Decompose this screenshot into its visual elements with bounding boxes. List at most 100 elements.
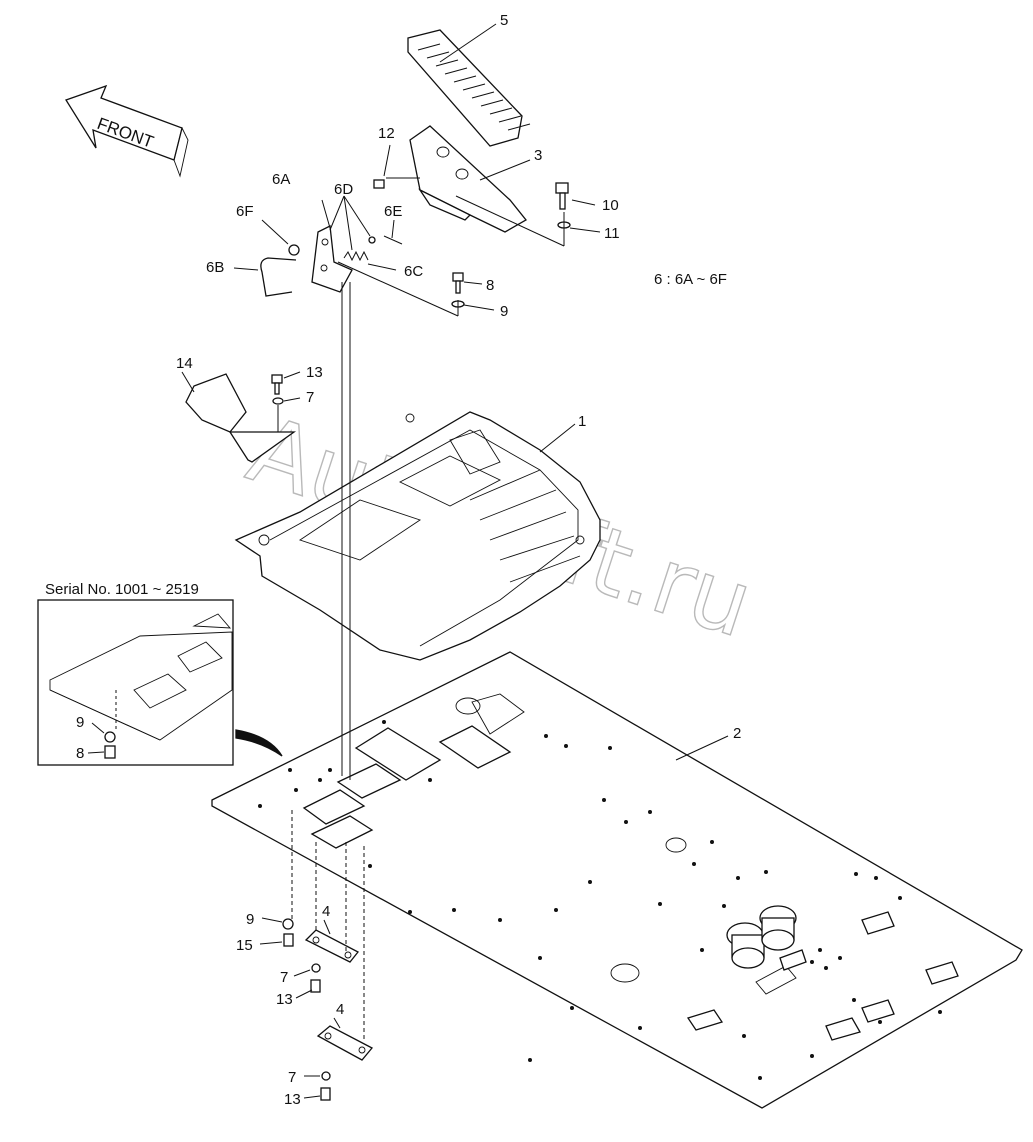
callout-6e: 6E bbox=[384, 203, 402, 220]
rib-line bbox=[462, 83, 486, 91]
callout-7-mid: 7 bbox=[280, 969, 288, 986]
callout-6f: 6F bbox=[236, 203, 254, 220]
inset-serial-box bbox=[37, 599, 283, 766]
plate-hole bbox=[528, 1058, 532, 1062]
plate-hole bbox=[874, 876, 878, 880]
plate-hole bbox=[742, 1034, 746, 1038]
plate-hole bbox=[570, 1006, 574, 1010]
inset-title: Serial No. 1001 ~ 2519 bbox=[45, 581, 199, 598]
plate-hole bbox=[588, 880, 592, 884]
plate-hole bbox=[722, 904, 726, 908]
front-arrow: FRONT bbox=[65, 84, 189, 178]
callout-4-lower: 4 bbox=[336, 1001, 344, 1018]
plate-hole bbox=[710, 840, 714, 844]
callout-15: 15 bbox=[236, 937, 253, 954]
callout-11: 11 bbox=[604, 225, 620, 242]
plate-hole bbox=[898, 896, 902, 900]
rib-line bbox=[498, 115, 522, 123]
callout-13-mid: 13 bbox=[276, 991, 293, 1008]
lower-fasteners bbox=[282, 918, 331, 1101]
plate-hole bbox=[824, 966, 828, 970]
callout-6d: 6D bbox=[334, 181, 353, 198]
callout-12: 12 bbox=[378, 125, 395, 142]
callout-7-top: 7 bbox=[306, 389, 314, 406]
part-6d-washer bbox=[368, 236, 376, 244]
rib-line bbox=[453, 75, 477, 83]
callout-1: 1 bbox=[578, 413, 586, 430]
callout-13-bottom: 13 bbox=[284, 1091, 301, 1108]
callout-13-top: 13 bbox=[306, 364, 323, 381]
callout-4-upper: 4 bbox=[322, 903, 330, 920]
callout-7-bottom: 7 bbox=[288, 1069, 296, 1086]
plate-hole bbox=[878, 1020, 882, 1024]
part-4-plate-lower bbox=[316, 1025, 374, 1061]
callout-6b: 6B bbox=[206, 259, 224, 276]
part-6b-u-rod bbox=[260, 257, 297, 297]
plate-hole bbox=[810, 960, 814, 964]
plate-hole bbox=[854, 872, 858, 876]
part-6c-spring bbox=[343, 250, 369, 262]
plate-hole bbox=[608, 746, 612, 750]
plate-hole bbox=[692, 862, 696, 866]
plate-hole bbox=[758, 1076, 762, 1080]
callout-6c: 6C bbox=[404, 263, 423, 280]
callout-8-inset: 8 bbox=[76, 745, 84, 762]
plate-hole bbox=[382, 720, 386, 724]
plate-hole bbox=[638, 1026, 642, 1030]
plate-hole bbox=[818, 948, 822, 952]
plate-hole bbox=[328, 768, 332, 772]
plate-hole bbox=[736, 876, 740, 880]
plate-hole bbox=[602, 798, 606, 802]
plate-hole bbox=[554, 908, 558, 912]
part-7-washer bbox=[272, 397, 284, 405]
part-4-plate-upper bbox=[304, 929, 360, 963]
plate-hole bbox=[452, 908, 456, 912]
plate-hole bbox=[852, 998, 856, 1002]
callout-9-bottom: 9 bbox=[246, 911, 254, 928]
rib-line bbox=[426, 51, 450, 59]
rib-line bbox=[435, 59, 459, 67]
plate-hole bbox=[624, 820, 628, 824]
plate-hole bbox=[498, 918, 502, 922]
note-6-range: 6 : 6A ~ 6F bbox=[654, 271, 727, 288]
part-5-pedal-rubber bbox=[407, 29, 531, 147]
plate-hole bbox=[428, 778, 432, 782]
plate-hole bbox=[700, 948, 704, 952]
callout-6a: 6A bbox=[272, 171, 290, 188]
part-10-bolt bbox=[555, 182, 569, 210]
callout-9-top: 9 bbox=[500, 303, 508, 320]
part-2-floor-plate bbox=[211, 651, 1023, 1109]
part-14-heel-rest bbox=[185, 373, 297, 463]
part-12-nut bbox=[373, 179, 385, 189]
part-6f-nut bbox=[288, 244, 300, 256]
part-3-pedal bbox=[409, 125, 527, 233]
callout-14: 14 bbox=[176, 355, 193, 372]
plate-hole bbox=[838, 956, 842, 960]
part-1-floor-mat bbox=[234, 411, 601, 661]
part-13-bolt bbox=[271, 374, 283, 395]
callout-labels: 5 3 12 10 11 6A 6D 6F 6E 6B 6C 8 9 6 : 6… bbox=[45, 12, 741, 1108]
callout-5: 5 bbox=[500, 12, 508, 29]
plate-hole bbox=[538, 956, 542, 960]
plate-hole bbox=[764, 870, 768, 874]
plate-hole bbox=[658, 902, 662, 906]
plate-hole bbox=[288, 768, 292, 772]
rib-line bbox=[444, 67, 468, 75]
plate-hole bbox=[810, 1054, 814, 1058]
plate-hole bbox=[408, 910, 412, 914]
plate-hole bbox=[938, 1010, 942, 1014]
rib-line bbox=[489, 107, 513, 115]
rib-line bbox=[507, 123, 531, 131]
plate-hole bbox=[318, 778, 322, 782]
callout-8-top: 8 bbox=[486, 277, 494, 294]
callout-3: 3 bbox=[534, 147, 542, 164]
part-6e-pin bbox=[383, 235, 403, 245]
callout-2: 2 bbox=[733, 725, 741, 742]
callout-9-inset: 9 bbox=[76, 714, 84, 731]
part-8-bolt bbox=[452, 272, 464, 294]
rib-line bbox=[480, 99, 504, 107]
plate-hole bbox=[564, 744, 568, 748]
rib-line bbox=[471, 91, 495, 99]
leader-lines bbox=[181, 23, 729, 1099]
